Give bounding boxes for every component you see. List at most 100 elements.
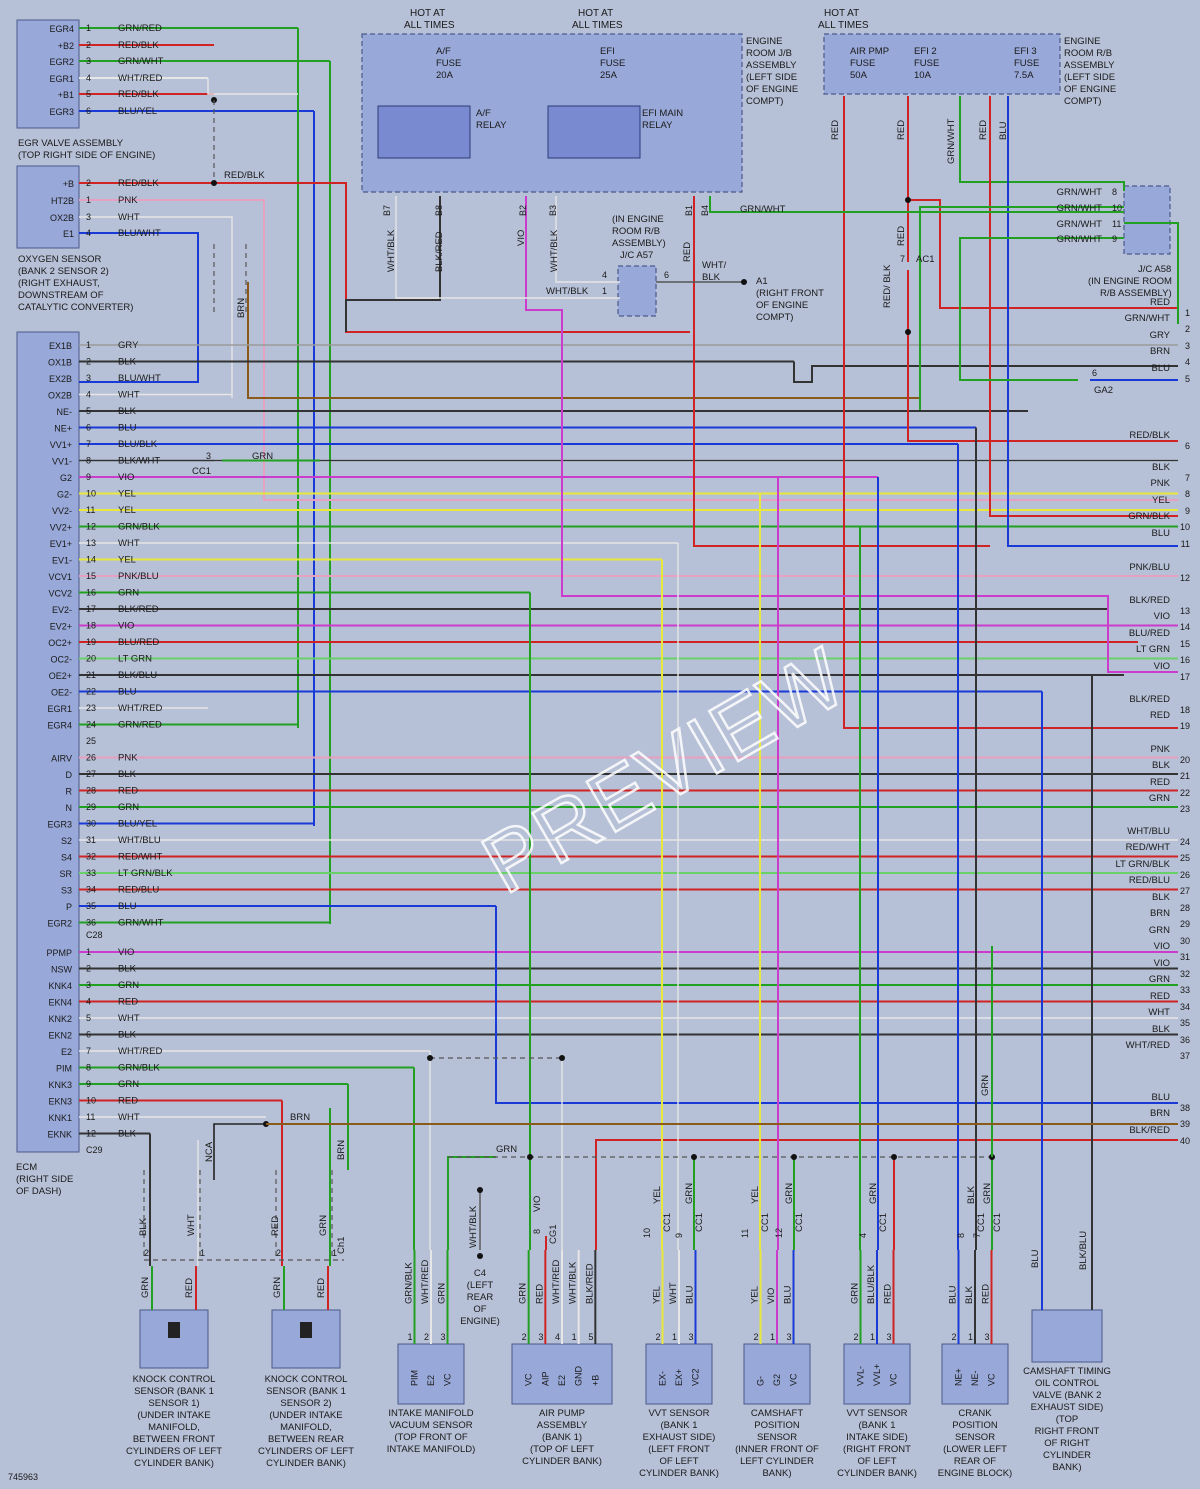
egr1-wire-bend <box>207 78 298 95</box>
knock2-label: CYLINDERS OF LEFT <box>258 1446 354 1457</box>
jb-left-label-1: ENGINE <box>746 36 782 47</box>
right-edge-num: 13 <box>1180 606 1190 616</box>
ecm-c29-pin-num: 8 <box>86 1063 91 1073</box>
jb-b8-blk <box>345 196 441 332</box>
e2-splice-2 <box>559 1055 565 1061</box>
cam-wire-color: VIO <box>766 1288 777 1304</box>
jb-b7-wht <box>395 196 620 299</box>
ground-a1 <box>741 279 747 285</box>
crank-label: CRANK <box>958 1408 992 1419</box>
af-relay-1: A/F <box>476 108 491 119</box>
efi2-fuse-3: 10A <box>914 70 932 81</box>
crank-cc-pin: 7 <box>972 1233 982 1238</box>
right-edge-wire-color: BLU <box>1152 528 1171 539</box>
right-edge-wire-color: WHT/RED <box>1126 1040 1170 1051</box>
o2-pin-name: OX2B <box>50 213 74 223</box>
ecm-c28-pin-name: VV1+ <box>50 440 72 450</box>
right-edge-wire-color: BLU <box>1152 1092 1171 1103</box>
vvt1-top-wire: GRN <box>684 1183 695 1204</box>
ocv-grn: GRN <box>980 1075 991 1096</box>
jc-a57-wire-2: WHT/ <box>702 260 727 271</box>
egr-valve-label-1: EGR VALVE ASSEMBLY <box>18 138 124 149</box>
right-edge-num: 30 <box>1180 936 1190 946</box>
air-pump-label: ASSEMBLY <box>537 1420 588 1431</box>
right-edge-wire-color: RED/WHT <box>1126 842 1171 853</box>
ecm-c28-wire-color: GRN/BLK <box>118 522 160 533</box>
crank-label: (LOWER LEFT <box>943 1444 1007 1455</box>
knock1-upper-1: BLK <box>138 1217 149 1236</box>
vvt2-pin-num: 1 <box>870 1332 875 1342</box>
knock2-wire-a-color: GRN <box>272 1277 283 1298</box>
ecm-c28-pin-num: 30 <box>86 819 96 829</box>
ecm-c28-pin-name: EX2B <box>49 374 72 384</box>
knock1-label: BETWEEN FRONT <box>133 1434 216 1445</box>
efi2-splice <box>905 197 911 203</box>
crank-wire-color: BLU <box>948 1285 959 1304</box>
jc-a58-pin: 10 <box>1112 203 1122 213</box>
vvt1-label: VVT SENSOR <box>648 1408 709 1419</box>
vvt2-top-wire: GRN <box>868 1183 879 1204</box>
efi3-grn-wire <box>959 96 1125 191</box>
ac1-redblk-wire <box>907 270 1178 442</box>
efi-main-relay-box <box>547 105 641 159</box>
ecm-c28-wire-color: BLU/YEL <box>118 819 157 830</box>
vvt2-cc-label: CC1 <box>878 1213 889 1232</box>
ecm-c28-pin-num: 36 <box>86 918 96 928</box>
ocv-label: BANK) <box>1052 1462 1081 1473</box>
ecm-c28-pin-name: VV2+ <box>50 523 72 533</box>
efi3-fuse-2: FUSE <box>1014 58 1039 69</box>
ecm-c28-pin-name: VV2- <box>52 506 72 516</box>
ecm-c28-pin-name: R <box>66 787 73 797</box>
right-edge-wire-color: BLK <box>1152 892 1171 903</box>
cam-label: LEFT CYLINDER <box>740 1456 814 1467</box>
vvt1-pin-num: 2 <box>656 1332 661 1342</box>
o2-label-3: (RIGHT EXHAUST, <box>18 278 100 289</box>
o2-pin-num: 1 <box>86 195 91 205</box>
right-edge-num: 38 <box>1180 1103 1190 1113</box>
right-edge-num: 18 <box>1180 705 1190 715</box>
cam-label: POSITION <box>754 1420 800 1431</box>
o2-shield-wire <box>247 282 920 399</box>
ecm-c29-pin-num: 10 <box>86 1096 96 1106</box>
jc-a57-pin-6: 6 <box>664 270 669 280</box>
ground-a1-label-1: A1 <box>756 276 768 287</box>
right-edge-num: 27 <box>1180 886 1190 896</box>
right-edge-num: 5 <box>1185 374 1190 384</box>
right-edge-num: 6 <box>1185 441 1190 451</box>
right-edge-num: 37 <box>1180 1051 1190 1061</box>
jc-a58-pin: 9 <box>1112 234 1117 244</box>
right-edge-wire-color: VIO <box>1154 941 1170 952</box>
cam-cc-pin: 12 <box>774 1228 784 1238</box>
ecm-c29-pin-num: 9 <box>86 1079 91 1089</box>
ecm-c29-wire-color: BLK <box>118 964 137 975</box>
ecm-c28-pin-num: 9 <box>86 472 91 482</box>
hot-label-3a: HOT AT <box>824 8 859 19</box>
ecm-c29-wire-color: RED <box>118 1096 138 1107</box>
right-edge-num: 31 <box>1180 952 1190 962</box>
ecm-c28-pin-name: OX2B <box>48 391 72 401</box>
hot-label-2b: ALL TIMES <box>572 20 623 31</box>
c4-dot <box>477 1187 483 1193</box>
knock2-pin-a: 2 <box>276 1248 281 1258</box>
hot-label-2a: HOT AT <box>578 8 613 19</box>
brn-label: BRN <box>290 1112 310 1123</box>
ecm-c28-pin-num: 26 <box>86 753 96 763</box>
rb-wire-5: BLU <box>998 121 1009 140</box>
jb-left-label-6: COMPT) <box>746 96 783 107</box>
ecm-c28-pin-num: 27 <box>86 769 96 779</box>
jc-a57-label-2: ROOM R/B <box>612 226 660 237</box>
right-edge-wire-color: RED <box>1150 991 1170 1002</box>
air-pump-wire-color: BLK/RED <box>584 1263 595 1304</box>
vc-splice <box>891 1154 897 1160</box>
ecm-c28-pin-num: 4 <box>86 390 91 400</box>
ecm-c29-pin-num: 5 <box>86 1013 91 1023</box>
c4-label: C4 <box>474 1268 486 1279</box>
ecm-c29-wire-color: VIO <box>118 947 134 958</box>
ecm-c28-pin-num: 7 <box>86 439 91 449</box>
ox1b-route <box>793 361 1178 383</box>
right-edge-num: 2 <box>1185 324 1190 334</box>
egr-valve-label-2: (TOP RIGHT SIDE OF ENGINE) <box>18 150 155 161</box>
jc-a58-box <box>1123 185 1171 255</box>
vvt2-cc-pin: 4 <box>858 1233 868 1238</box>
airpmp-red-wire <box>843 96 1178 729</box>
